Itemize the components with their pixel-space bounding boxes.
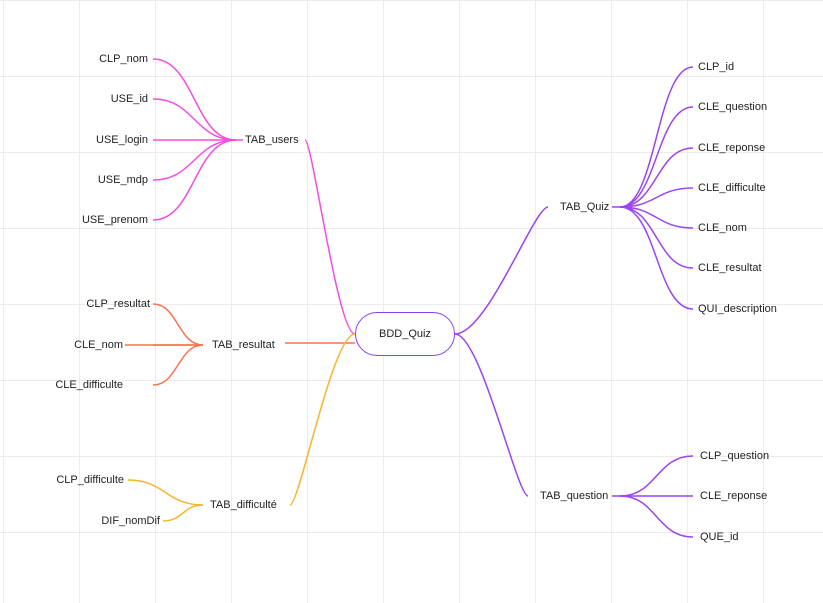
connector-users-leaf-3 — [152, 139, 237, 181]
leaf-node-clp-difficulte[interactable]: CLP_difficulte — [56, 474, 124, 486]
connector-users-leaf-0 — [152, 58, 237, 141]
connector-root-quiz — [454, 206, 549, 335]
leaf-node-clp-nom[interactable]: CLP_nom — [99, 53, 148, 65]
branch-node-tab-difficulte[interactable]: TAB_difficulté — [210, 499, 277, 511]
connector-root-question — [454, 333, 529, 497]
leaf-node-que-id[interactable]: QUE_id — [700, 531, 739, 543]
leaf-node-cle-question[interactable]: CLE_question — [698, 101, 768, 113]
leaf-node-use-mdp[interactable]: USE_mdp — [97, 174, 148, 186]
leaf-node-use-prenom[interactable]: USE_prenom — [81, 214, 148, 226]
root-node-label: BDD_Quiz — [379, 328, 431, 340]
connector-quiz-leaf-5 — [619, 206, 694, 269]
connector-resultat-leaf-2 — [152, 344, 204, 386]
connector-question-leaf-2 — [619, 495, 694, 538]
connector-users-leaf-1 — [152, 98, 237, 141]
leaf-node-cle-reponse[interactable]: CLE_reponse — [698, 142, 766, 154]
leaf-node-clp-id[interactable]: CLP_id — [698, 61, 735, 73]
leaf-node-cle-reponse[interactable]: CLE_reponse — [700, 490, 768, 502]
branch-node-tab-resultat[interactable]: TAB_resultat — [212, 339, 275, 351]
leaf-node-clp-resultat[interactable]: CLP_resultat — [86, 298, 150, 310]
leaf-node-clp-question[interactable]: CLP_question — [700, 450, 770, 462]
connector-quiz-leaf-6 — [619, 206, 694, 310]
leaf-node-cle-nom[interactable]: CLE_nom — [698, 222, 747, 234]
connector-quiz-leaf-4 — [619, 206, 694, 229]
connector-quiz-leaf-3 — [619, 187, 694, 208]
connector-root-users — [304, 139, 356, 335]
connector-quiz-leaf-1 — [619, 106, 694, 208]
leaf-node-use-login[interactable]: USE_login — [96, 134, 148, 146]
branch-node-tab-users[interactable]: TAB_users — [245, 134, 299, 146]
connector-users-leaf-4 — [152, 139, 237, 221]
connector-difficulte-leaf-1 — [162, 504, 204, 522]
connector-quiz-leaf-0 — [619, 66, 694, 208]
leaf-node-dif-nomdif[interactable]: DIF_nomDif — [101, 515, 160, 527]
leaf-node-cle-difficulte[interactable]: CLE_difficulte — [698, 182, 766, 194]
connector-quiz-leaf-2 — [619, 147, 694, 208]
branch-node-tab-question[interactable]: TAB_question — [540, 490, 609, 502]
root-node-bdd-quiz[interactable]: BDD_Quiz — [355, 312, 455, 356]
leaf-node-qui-description[interactable]: QUI_description — [698, 303, 777, 315]
leaf-node-use-id[interactable]: USE_id — [110, 93, 148, 105]
connector-resultat-leaf-0 — [152, 303, 204, 346]
connector-root-difficulte — [289, 333, 356, 506]
leaf-node-cle-difficulte[interactable]: CLE_difficulte — [55, 379, 123, 391]
connector-question-leaf-0 — [619, 455, 694, 497]
leaf-node-cle-nom[interactable]: CLE_nom — [74, 339, 123, 351]
leaf-node-cle-resultat[interactable]: CLE_resultat — [698, 262, 762, 274]
branch-node-tab-quiz[interactable]: TAB_Quiz — [560, 201, 610, 213]
connector-difficulte-leaf-0 — [127, 479, 204, 506]
